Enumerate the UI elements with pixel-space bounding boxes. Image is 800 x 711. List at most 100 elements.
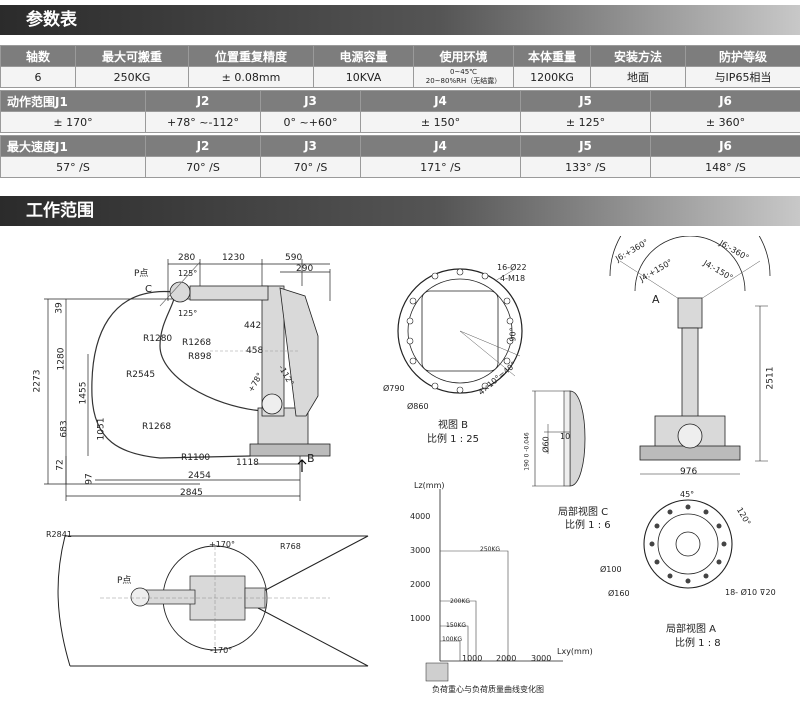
section-header-params: 参数表 [0, 5, 800, 35]
speed-header-j4: J4 [360, 135, 521, 157]
radius-2545: R2545 [126, 370, 156, 380]
radius-1100: R1100 [181, 453, 211, 463]
dim-39: 39 [54, 302, 65, 314]
dim-1280: 1280 [56, 347, 67, 371]
dim-1455: 1455 [78, 381, 89, 405]
range-header-j4: J4 [360, 90, 521, 112]
front-a-marker: A [652, 293, 660, 306]
view-c-dim-10: 10 [560, 432, 571, 441]
view-c-drawing [532, 390, 586, 487]
load-chart-xtick-1000: 1000 [462, 654, 483, 663]
view-b-dia-860: Ø860 [407, 402, 429, 411]
spec-table-basic-value-row: 6 250KG ± 0.08mm 10KVA 0~45℃ 20~80%RH（无结… [0, 66, 800, 88]
header-axes: 轴数 [0, 45, 76, 67]
speed-header-j2: J2 [145, 135, 261, 157]
dim-290: 290 [296, 264, 314, 274]
view-c-dia-60: Ø60 [541, 436, 551, 453]
b-view-marker: B [307, 452, 315, 465]
dim-458: 458 [246, 346, 264, 356]
load-chart-ytick-4000: 4000 [410, 512, 431, 521]
load-chart-ytick-3000: 3000 [410, 546, 431, 555]
range-value-row: ± 170° +78° ~-112° 0° ~+60° ± 150° ± 125… [0, 111, 800, 133]
top-angle-minus-170: -170° [210, 646, 233, 655]
header-payload: 最大可搬重 [75, 45, 189, 67]
spec-table-basic: 轴数 最大可搬重 位置重复精度 电源容量 使用环境 本体重量 安装方法 防护等级… [0, 45, 800, 88]
range-header-j6: J6 [650, 90, 800, 112]
front-dim-2511: 2511 [765, 366, 776, 390]
environment-humidity: 20~80%RH（无结露） [425, 77, 502, 85]
range-value-j5: ± 125° [520, 111, 651, 133]
load-chart-ytick-1000: 1000 [410, 614, 431, 623]
value-weight: 1200KG [513, 66, 591, 88]
radius-898: R898 [188, 352, 212, 362]
environment-temp: 0~45℃ [449, 68, 478, 76]
value-protection: 与IP65相当 [685, 66, 800, 88]
dim-1230: 1230 [222, 253, 245, 263]
speed-value-j6: 148° /S [650, 156, 800, 178]
view-a-drawing [643, 499, 733, 589]
value-repeatability: ± 0.08mm [188, 66, 314, 88]
view-b-caption-title: 视图 B [438, 420, 469, 431]
view-c-caption-scale: 比例 1 : 6 [565, 520, 611, 531]
view-a-dia-160: Ø160 [608, 589, 630, 598]
value-power: 10KVA [313, 66, 414, 88]
top-view-drawing [57, 535, 369, 667]
side-view-drawing [44, 259, 331, 501]
range-header-row: 动作范围J1 J2 J3 J4 J5 J6 [0, 90, 800, 112]
range-value-j6: ± 360° [650, 111, 800, 133]
radius-1268-lower: R1268 [142, 422, 172, 432]
range-header-j2: J2 [145, 90, 261, 112]
speed-value-j5: 133° /S [520, 156, 651, 178]
speed-value-j3: 70° /S [260, 156, 361, 178]
working-range-drawings: P点 C B 280 1230 590 290 39 1280 2273 145… [0, 226, 800, 711]
header-protection: 防护等级 [685, 45, 800, 67]
speed-header-j5: J5 [520, 135, 651, 157]
radius-1268-upper: R1268 [182, 338, 212, 348]
load-chart-xtick-3000: 3000 [531, 654, 552, 663]
load-curve-150kg: 150KG [446, 622, 467, 629]
value-mounting: 地面 [590, 66, 686, 88]
dim-2845: 2845 [180, 488, 203, 498]
spec-table-speed: 最大速度J1 J2 J3 J4 J5 J6 57° /S 70° /S 70° … [0, 135, 800, 178]
range-value-j2: +78° ~-112° [145, 111, 261, 133]
load-curve-250kg: 250KG [480, 546, 501, 553]
range-value-j3: 0° ~+60° [260, 111, 361, 133]
view-a-hole-spec: 18- Ø10 ⊽20 [725, 588, 776, 597]
speed-header-j1: 最大速度J1 [0, 135, 146, 157]
dim-2273: 2273 [32, 369, 43, 393]
range-value-j1: ± 170° [0, 111, 146, 133]
view-a-caption-scale: 比例 1 : 8 [675, 638, 721, 649]
angle-125-lower: 125° [178, 309, 198, 318]
front-view-drawing [609, 236, 771, 475]
robot-front-body [639, 297, 741, 461]
view-b-dia-790: Ø790 [383, 384, 405, 393]
view-a-caption-title: 局部视图 A [666, 624, 717, 635]
speed-header-j6: J6 [650, 135, 800, 157]
header-repeatability: 位置重复精度 [188, 45, 314, 67]
value-axes: 6 [0, 66, 76, 88]
view-b-hole-spec-1: 16-Ø22 [497, 263, 527, 272]
dim-1118: 1118 [236, 458, 259, 468]
load-curve-200kg: 200KG [450, 598, 471, 605]
view-b-angle-90: 90° [508, 327, 518, 342]
load-chart-ytick-2000: 2000 [410, 580, 431, 589]
speed-header-row: 最大速度J1 J2 J3 J4 J5 J6 [0, 135, 800, 157]
view-a-dia-100: Ø100 [600, 565, 622, 574]
top-angle-plus-170: +170° [209, 540, 235, 549]
dim-590: 590 [285, 253, 303, 263]
range-header-j5: J5 [520, 90, 651, 112]
dim-280: 280 [178, 253, 196, 263]
c-view-marker: C [145, 284, 152, 295]
view-c-caption-title: 局部视图 C [558, 507, 609, 518]
view-a-angle-45: 45° [680, 490, 695, 499]
header-environment: 使用环境 [413, 45, 514, 67]
load-chart-xlabel: Lxy(mm) [557, 647, 593, 656]
value-environment: 0~45℃ 20~80%RH（无结露） [413, 66, 514, 88]
spec-table-basic-header-row: 轴数 最大可搬重 位置重复精度 电源容量 使用环境 本体重量 安装方法 防护等级 [0, 45, 800, 67]
range-header-j3: J3 [260, 90, 361, 112]
section-header-range: 工作范围 [0, 196, 800, 226]
view-c-dim-190: 190 0 -0.046 [523, 432, 531, 471]
load-chart-title: 负荷重心与负荷质量曲线变化图 [432, 685, 544, 694]
header-power: 电源容量 [313, 45, 414, 67]
dim-72: 72 [55, 459, 66, 471]
